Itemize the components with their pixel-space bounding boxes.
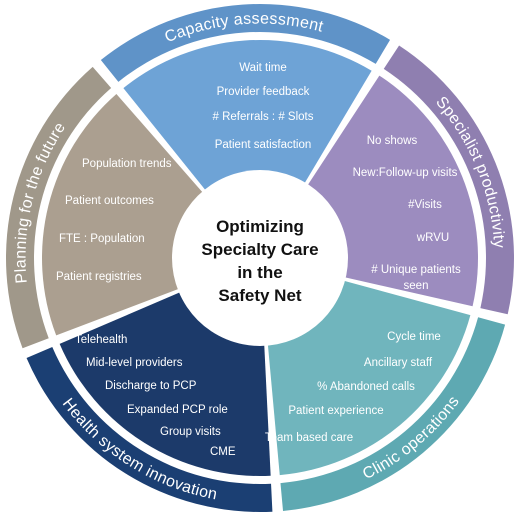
capacity-item-provider-feedback: Provider feedback xyxy=(217,86,310,98)
innovation-item-group-visits: Group visits xyxy=(160,426,221,438)
innovation-item-telehealth: Telehealth xyxy=(75,334,127,346)
innovation-item-expanded-pcp-role: Expanded PCP role xyxy=(127,404,228,416)
ring-segment-health-system-innovation xyxy=(26,347,273,513)
center-title-line-3: in the xyxy=(237,263,282,282)
center-title-line-4: Safety Net xyxy=(218,286,301,305)
capacity-item-referrals-slots: # Referrals : # Slots xyxy=(213,111,314,123)
center-circle xyxy=(172,170,348,346)
planning-item-patient-outcomes: Patient outcomes xyxy=(65,195,154,207)
ring-segment-clinic-operations xyxy=(280,317,506,511)
productivity-item-no-shows: No shows xyxy=(367,135,418,147)
operations-item-patient-experience: Patient experience xyxy=(288,405,383,417)
ring-segment-specialist-productivity xyxy=(383,45,515,315)
operations-item-cycle-time: Cycle time xyxy=(387,331,441,343)
innovation-item-mid-level-providers: Mid-level providers xyxy=(86,357,183,369)
capacity-item-patient-satisfaction: Patient satisfaction xyxy=(215,139,312,151)
operations-item-team-based-care: Team based care xyxy=(265,432,353,444)
innovation-item-discharge-to-pcp: Discharge to PCP xyxy=(105,380,197,392)
productivity-item-new-follow-up: New:Follow-up visits xyxy=(353,167,458,179)
productivity-item-visits: #Visits xyxy=(408,199,442,211)
wedge-capacity-assessment xyxy=(123,39,372,259)
ring-segment-capacity-assessment xyxy=(100,3,391,82)
capacity-item-wait-time: Wait time xyxy=(239,62,287,74)
productivity-item-unique-patients-seen: seen xyxy=(404,280,429,292)
operations-item-abandoned-calls: % Abandoned calls xyxy=(317,381,415,393)
planning-item-patient-registries: Patient registries xyxy=(56,271,142,283)
innovation-item-cme: CME xyxy=(210,446,236,458)
planning-item-population-trends: Population trends xyxy=(82,158,172,170)
productivity-item-wrvu: wRVU xyxy=(416,232,449,244)
operations-item-ancillary-staff: Ancillary staff xyxy=(364,357,433,369)
planning-item-fte-population: FTE : Population xyxy=(59,233,145,245)
productivity-item-unique-patients: # Unique patients xyxy=(371,264,461,276)
center-title-line-1: Optimizing xyxy=(216,217,304,236)
center-title-line-2: Specialty Care xyxy=(201,240,318,259)
ring-segment-planning-for-the-future xyxy=(5,66,112,349)
